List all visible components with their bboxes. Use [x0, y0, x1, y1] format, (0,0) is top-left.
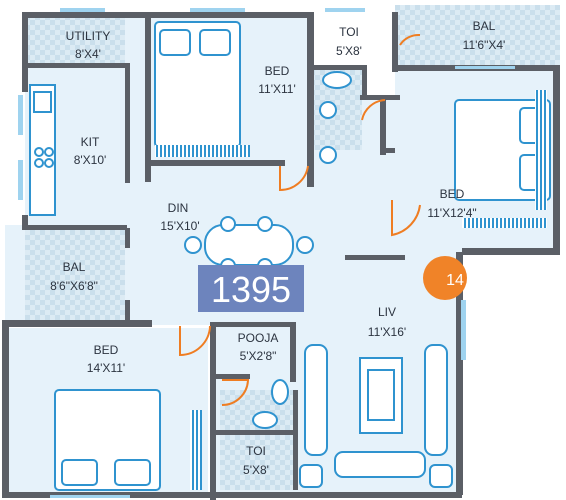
label-pooja-name: POOJA [238, 331, 279, 345]
label-toi-top-name: TOI [339, 25, 359, 39]
living-sofas [299, 344, 453, 488]
unit-area-badge: 1395 [198, 265, 304, 312]
label-pooja-size: 5'X2'8" [240, 349, 277, 363]
label-bed1-size: 11'X11' [258, 82, 296, 96]
bed-3 [54, 389, 202, 491]
toilet-bottom-floor [220, 390, 295, 490]
unit-area-text: 1395 [211, 269, 291, 310]
windows [18, 8, 515, 498]
door-swings [179, 33, 421, 406]
label-kit-size: 8'X10' [74, 153, 107, 167]
toilet-top-fixtures [319, 71, 352, 164]
room-labels: UTILITY 8'X4' BED 11'X11' TOI 5'X8' BAL … [50, 19, 505, 477]
label-din-size: 15'X10' [160, 219, 199, 233]
label-din-name: DIN [168, 201, 189, 215]
label-liv-name: LIV [378, 305, 396, 319]
label-bal-top-name: BAL [473, 19, 496, 33]
label-toi-top-size: 5'X8' [336, 44, 362, 58]
kitchen-counter [29, 84, 56, 216]
utility-floor [25, 15, 125, 65]
label-bed1-name: BED [265, 64, 290, 78]
bed-1 [154, 21, 250, 157]
balcony-top-floor [395, 5, 560, 67]
label-toi-bottom-name: TOI [246, 444, 266, 458]
furniture [29, 21, 551, 491]
balcony-left-floor [25, 228, 125, 323]
label-bed3-name: BED [94, 343, 119, 357]
walls [2, 12, 560, 500]
marker-badge: 14 [423, 256, 467, 300]
toilet-bottom-fixtures [252, 379, 289, 429]
label-toi-bottom-size: 5'X8' [243, 463, 269, 477]
label-utility-size: 8'X4' [75, 47, 101, 61]
label-utility-name: UTILITY [66, 29, 111, 43]
label-bed3-size: 14'X11' [87, 361, 125, 375]
label-bed2-size: 11'X12'4" [427, 206, 476, 220]
label-bal-top-size: 11'6"X4' [463, 38, 506, 52]
label-liv-size: 11'X16' [368, 325, 406, 339]
label-bal-left-name: BAL [63, 260, 86, 274]
label-kit-name: KIT [81, 135, 100, 149]
marker-number: 14 [446, 272, 464, 289]
bed-2 [454, 90, 551, 228]
label-bed2-name: BED [440, 187, 465, 201]
label-bal-left-size: 8'6"X6'8" [50, 279, 98, 293]
